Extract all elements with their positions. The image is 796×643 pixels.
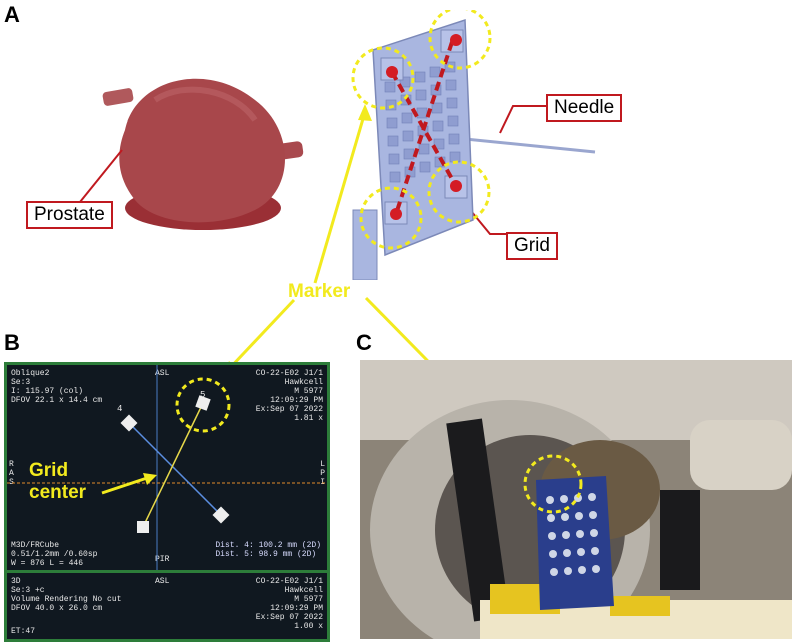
mri-top-overlay — [7, 365, 327, 572]
mri-bottom-et: ET:47 — [11, 627, 36, 636]
mri-marker-number-4: 4 — [117, 404, 123, 414]
grid-center-label: Grid center — [29, 460, 87, 503]
scanner-photo — [360, 360, 792, 639]
marker-label: Marker — [288, 281, 351, 302]
scanner-scene — [360, 360, 792, 639]
mri-bottom-left-info: 3D Se:3 +c Volume Rendering No cut DFOV … — [11, 577, 122, 613]
mri-top-left-info: Oblique2 Se:3 I: 115.97 (col) DFOV 22.1 … — [11, 369, 103, 405]
mri-top-orient-bottom: PIR — [155, 555, 170, 564]
prostate-model — [102, 78, 304, 230]
mri-top-right-info: CO-22-E02 J1/1 Hawkcell M 5977 12:09:29 … — [255, 369, 323, 423]
mri-top-dist-info: Dist. 4: 100.2 mm (2D) Dist. 5: 98.9 mm … — [215, 541, 321, 559]
grid-label: Grid — [506, 232, 558, 260]
mri-bottom-view: 3D Se:3 +c Volume Rendering No cut DFOV … — [4, 570, 330, 642]
mri-bottom-orient: ASL — [155, 577, 170, 586]
mri-top-orient-top: ASL — [155, 369, 170, 378]
grid-model — [351, 10, 596, 280]
needle-label: Needle — [546, 94, 623, 122]
mri-top-orient-left: R A S — [9, 460, 14, 487]
mri-top-view: Oblique2 Se:3 I: 115.97 (col) DFOV 22.1 … — [4, 362, 330, 575]
panel-label-c: C — [356, 330, 372, 355]
mri-bottom-right-info: CO-22-E02 J1/1 Hawkcell M 5977 12:09:29 … — [255, 577, 323, 631]
prostate-label: Prostate — [26, 201, 113, 229]
panel-label-a: A — [4, 2, 20, 27]
panel-label-b: B — [4, 330, 20, 355]
mri-marker-number-5: 5 — [200, 390, 206, 400]
mri-top-seq-info: M3D/FRCube 0.51/1.2mm /0.60sp W = 876 L … — [11, 541, 98, 568]
